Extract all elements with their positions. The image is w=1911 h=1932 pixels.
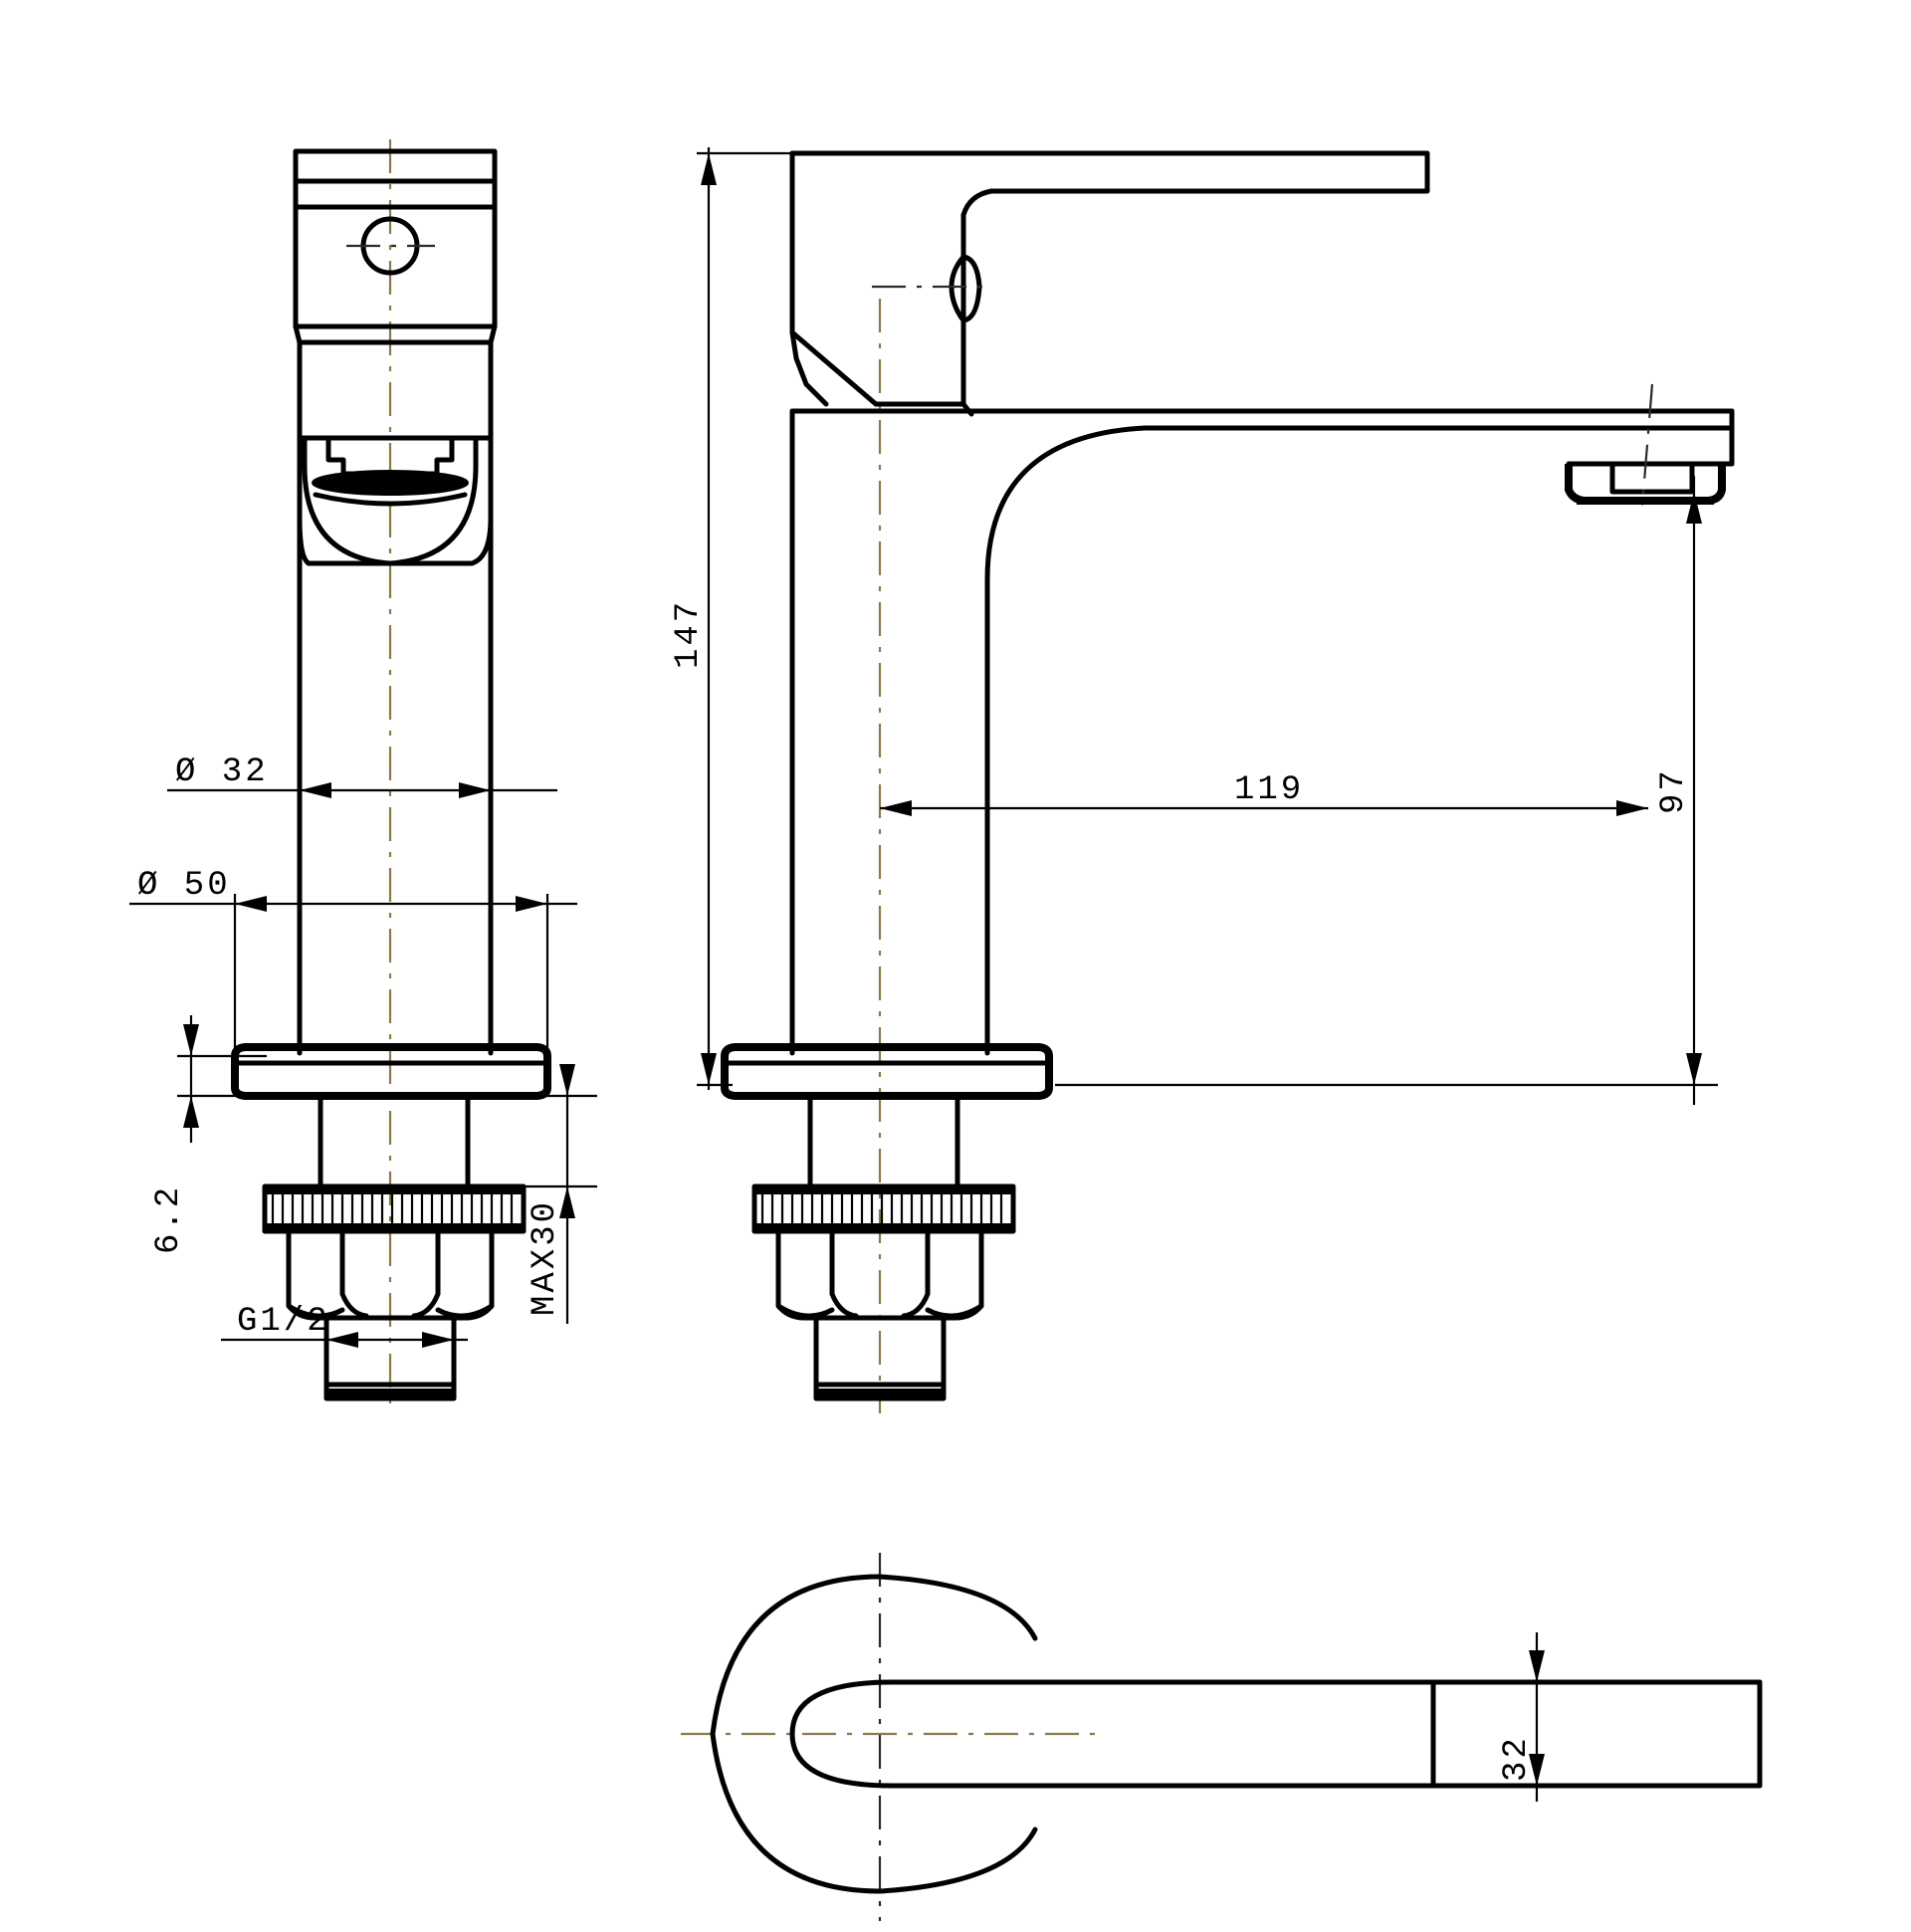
dim-label-total-height: 147 xyxy=(670,599,708,669)
dim-label-base-thickness: 6.2 xyxy=(150,1184,188,1254)
dim-total-height: 147 xyxy=(670,147,796,1090)
dim-base-thickness: 6.2 xyxy=(150,1015,267,1254)
front-base-flange xyxy=(231,1043,551,1100)
plan-view xyxy=(681,1553,1763,1921)
dim-label-spout-width: 32 xyxy=(1498,1735,1536,1782)
front-washer-stack xyxy=(262,1183,527,1234)
dim-label-body-diameter: Ø 32 xyxy=(175,753,269,791)
plan-base-outer-circle xyxy=(710,1574,883,1894)
front-tail-shank xyxy=(318,1093,471,1189)
dim-base-diameter: Ø 50 xyxy=(129,867,577,1055)
dim-spout-height: 97 xyxy=(1055,476,1718,1105)
plan-base-outer-circle-right-bottom xyxy=(877,1826,1038,1894)
dim-thread-size: G1/2 xyxy=(221,1303,468,1348)
dim-body-diameter: Ø 32 xyxy=(167,753,557,798)
side-spout-outline xyxy=(789,408,1735,1056)
side-hex-nut xyxy=(775,1228,984,1321)
front-threaded-tail xyxy=(323,1315,457,1401)
front-handle-block xyxy=(293,148,498,329)
side-spout-tip xyxy=(1565,383,1735,507)
side-threaded-tail xyxy=(813,1315,947,1401)
side-tail-shank xyxy=(807,1093,960,1189)
plan-base-outer-circle-right-top xyxy=(877,1574,1038,1641)
front-hex-nut xyxy=(286,1228,495,1321)
dim-label-max-thickness: MAX30 xyxy=(527,1199,564,1316)
dim-spout-reach: 119 xyxy=(880,771,1648,816)
dim-spout-width: 32 xyxy=(1498,1632,1545,1802)
front-column xyxy=(297,435,494,1056)
side-handle-body xyxy=(789,150,983,417)
side-view xyxy=(721,150,1735,1413)
front-neck-taper xyxy=(293,323,498,345)
plan-spout-outline xyxy=(789,1679,1763,1789)
side-washer-stack xyxy=(751,1183,1016,1234)
front-aerator-pocket xyxy=(302,435,479,566)
front-upper-body xyxy=(297,339,494,441)
front-index-button xyxy=(346,216,435,276)
side-base-flange xyxy=(721,1043,1053,1100)
side-lever-handle xyxy=(789,150,1430,218)
dim-label-thread-size: G1/2 xyxy=(237,1303,330,1341)
dim-label-spout-height: 97 xyxy=(1655,767,1693,814)
dim-max-thickness: MAX30 xyxy=(526,1064,597,1324)
dim-label-base-diameter: Ø 50 xyxy=(137,867,231,905)
front-view xyxy=(231,139,551,1413)
dim-label-spout-reach: 119 xyxy=(1234,771,1304,809)
